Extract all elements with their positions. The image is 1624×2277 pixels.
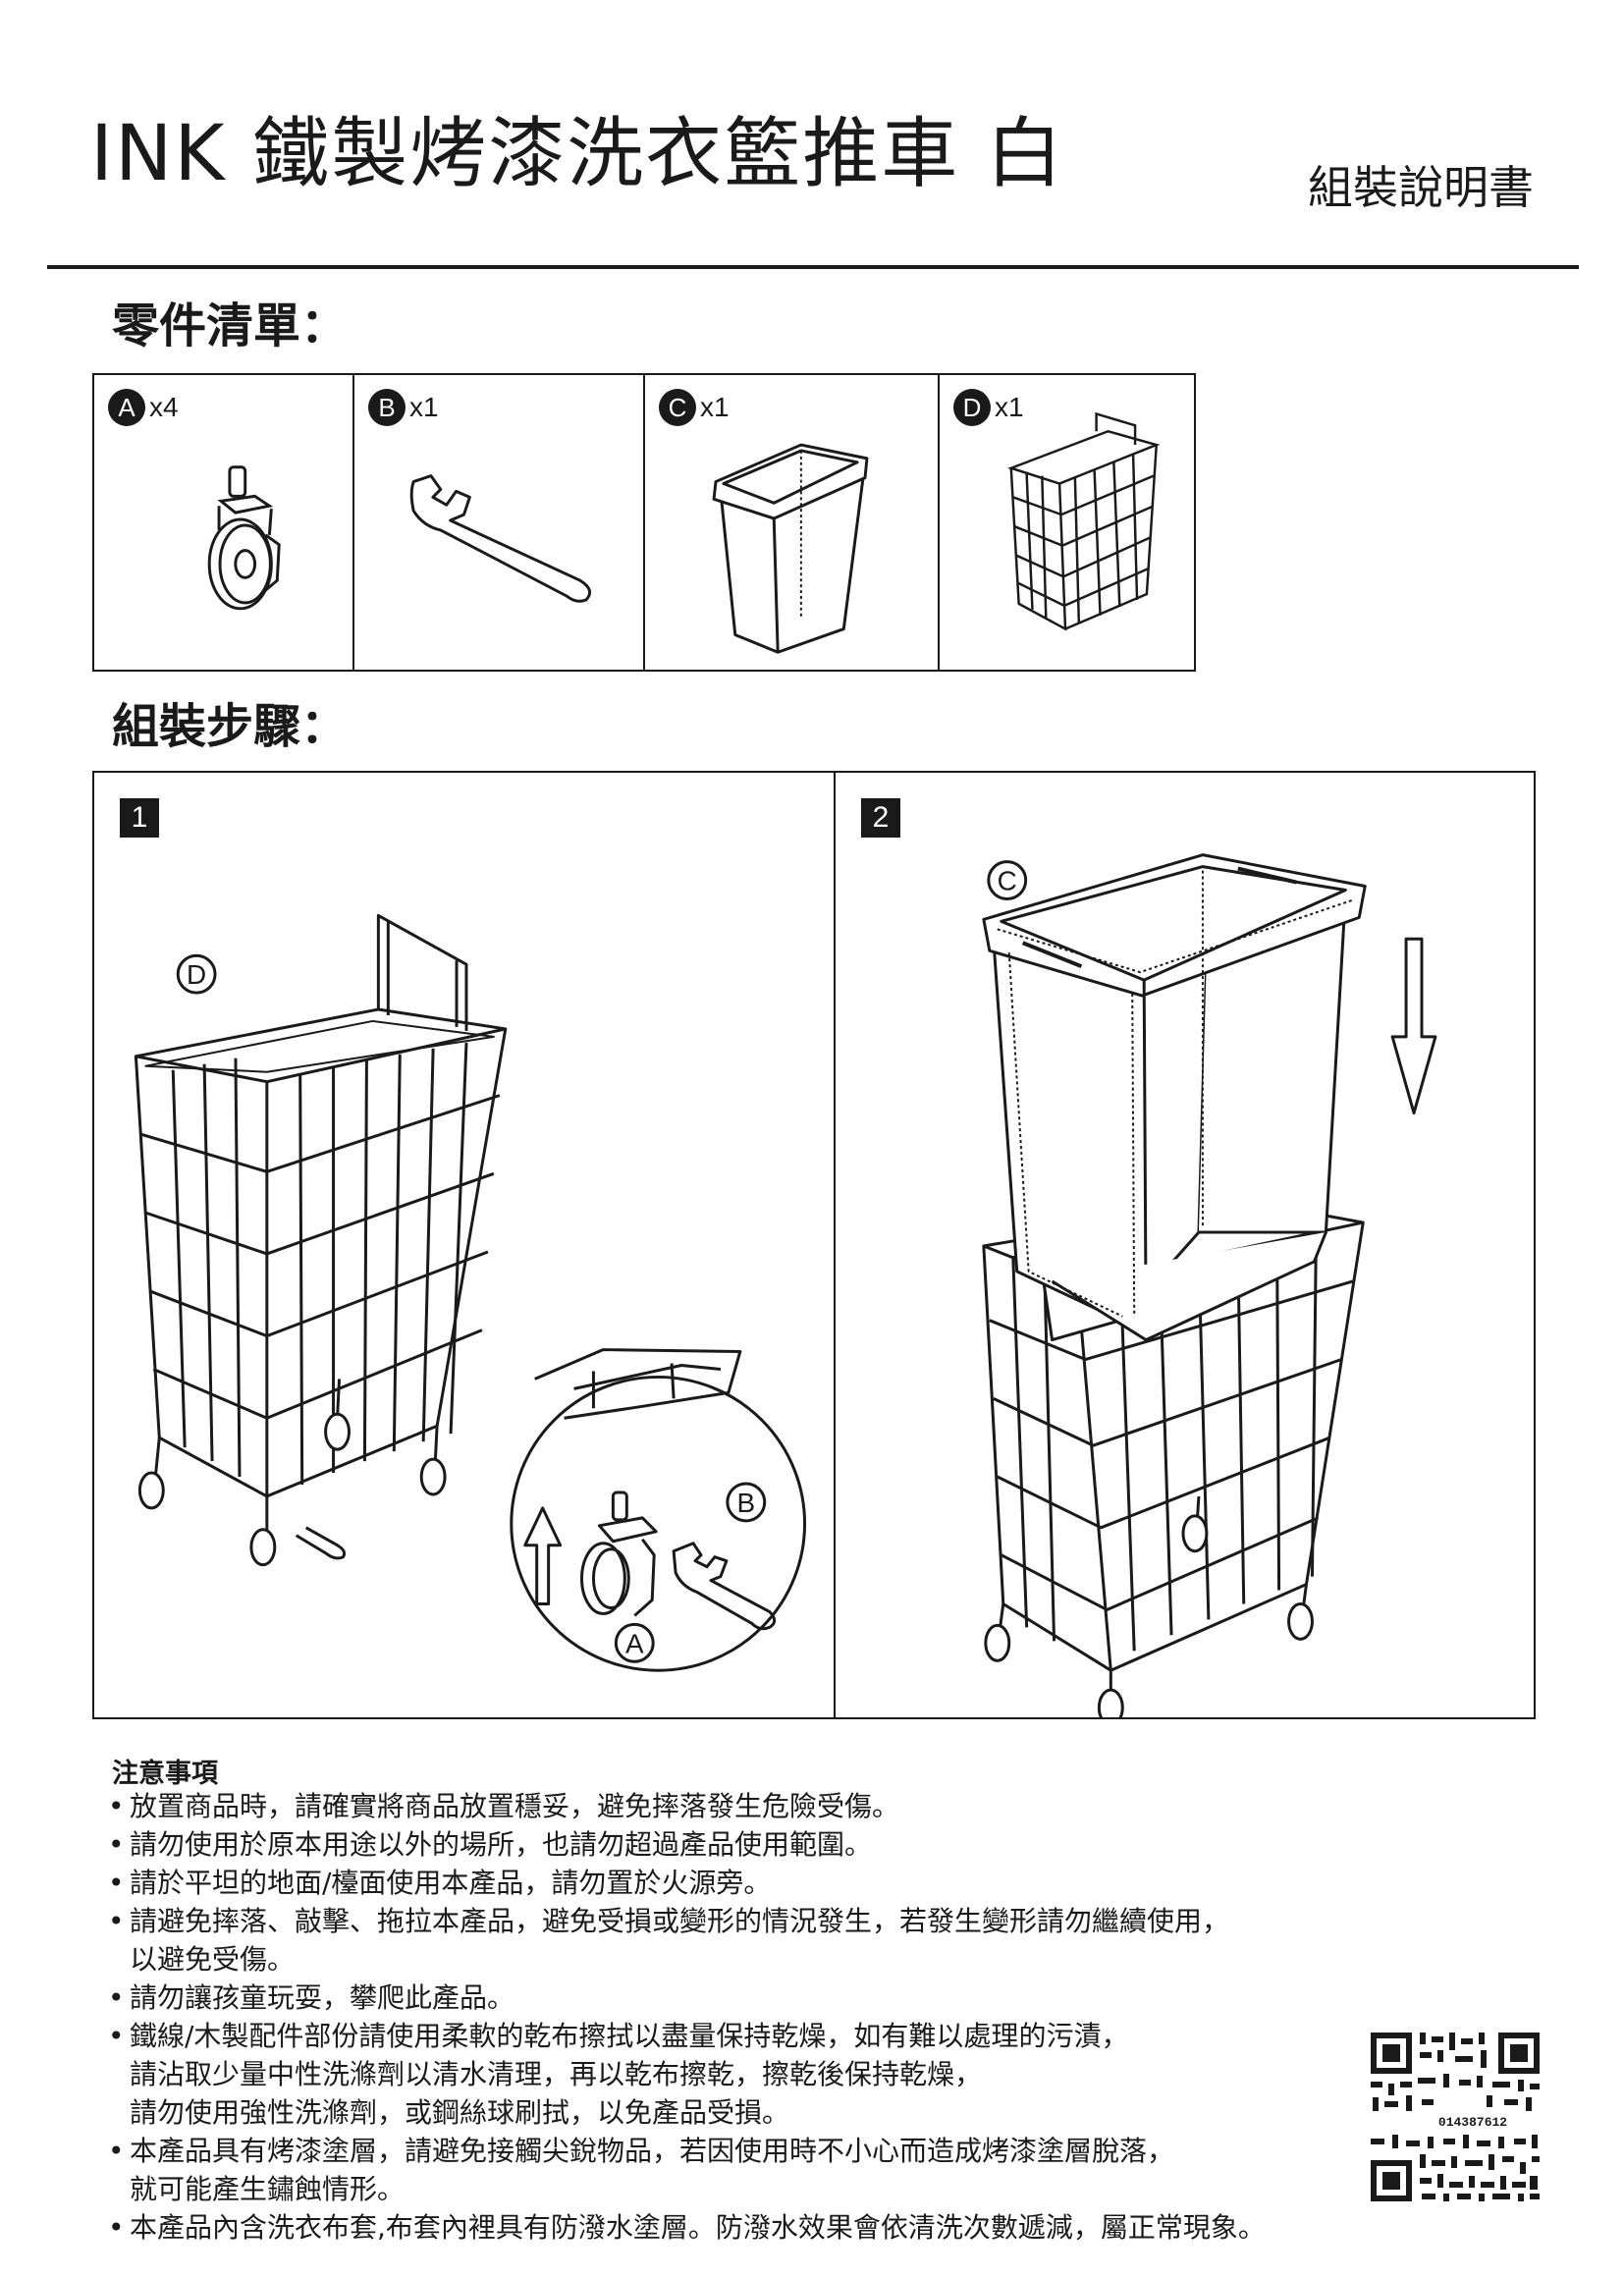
part-c-label: C — [998, 866, 1017, 896]
qr-code[interactable]: 014387612 — [1367, 2029, 1543, 2205]
notes-title: 注意事項 — [112, 1759, 218, 1789]
step-number: 2 — [861, 798, 900, 838]
part-a-header: A x4 — [108, 389, 179, 426]
part-d-header: D x1 — [953, 389, 1024, 426]
part-letter-badge: D — [953, 389, 991, 426]
step-2-illustration: C — [982, 853, 1437, 1717]
header-divider — [47, 265, 1579, 269]
parts-table: A x4 B x1 C x1 — [92, 373, 1196, 672]
caster-wheel-icon — [207, 465, 281, 611]
parts-list-heading: 零件清單： — [112, 298, 349, 353]
note-item: 放置商品時，請確實將商品放置穩妥，避免摔落發生危險受傷。 — [106, 1787, 1441, 1825]
part-letter-badge: A — [108, 389, 145, 426]
note-line: 就可能產生鏽蝕情形。 — [130, 2173, 406, 2205]
note-item: 本產品內含洗衣布套,布套內裡具有防潑水塗層。防潑水效果會依清洗次數遞減，屬正常現… — [106, 2208, 1441, 2247]
wrench-icon — [409, 474, 592, 603]
note-line: 以避免受傷。 — [130, 1943, 296, 1976]
qr-code-text: 014387612 — [1438, 2115, 1507, 2130]
note-line: 鐵線/木製配件部份請使用柔軟的乾布擦拭以盡量保持乾燥，如有難以處理的污漬， — [130, 2020, 1129, 2052]
part-letter-badge: B — [368, 389, 406, 426]
fabric-liner-icon — [712, 443, 869, 654]
part-quantity: x1 — [700, 392, 730, 422]
note-item: 請於平坦的地面/檯面使用本產品，請勿置於火源旁。 — [106, 1864, 1441, 1902]
assembly-steps-heading: 組裝步驟： — [112, 699, 349, 754]
note-item: 請勿讓孩童玩耍，攀爬此產品。 — [106, 1979, 1441, 2017]
note-line: 請勿使用於原本用途以外的場所，也請勿超過產品使用範圍。 — [130, 1828, 873, 1861]
assembly-steps-box: D B A 1 — [92, 771, 1536, 1719]
notes-list: 放置商品時，請確實將商品放置穩妥，避免摔落發生危險受傷。 請勿使用於原本用途以外… — [106, 1787, 1441, 2247]
part-quantity: x1 — [409, 392, 439, 422]
note-line: 本產品具有烤漆塗層，請避免接觸尖銳物品，若因使用時不小心而造成烤漆塗層脫落， — [130, 2135, 1175, 2167]
step-1-label-badges: D B A — [176, 953, 767, 1663]
part-cell-a: A x4 — [94, 375, 354, 670]
note-item: 請避免摔落、敲擊、拖拉本產品，避免受損或變形的情況發生，若發生變形請勿繼續使用，… — [106, 1902, 1441, 1979]
note-line: 請沾取少量中性洗滌劑以清水清理，再以乾布擦乾，擦乾後保持乾燥， — [130, 2058, 983, 2090]
part-letter-badge: C — [659, 389, 696, 426]
part-cell-b: B x1 — [354, 375, 645, 670]
step-1-illustration: D B A — [134, 913, 807, 1672]
note-line: 放置商品時，請確實將商品放置穩妥，避免摔落發生危險受傷。 — [130, 1790, 900, 1822]
part-b-header: B x1 — [368, 389, 439, 426]
note-line: 請於平坦的地面/檯面使用本產品，請勿置於火源旁。 — [130, 1867, 772, 1899]
part-d-label: D — [187, 959, 206, 990]
note-line: 請避免摔落、敲擊、拖拉本產品，避免受損或變形的情況發生，若發生變形請勿繼續使用， — [130, 1905, 1230, 1937]
part-b-label: B — [737, 1488, 756, 1518]
note-line: 請勿讓孩童玩耍，攀爬此產品。 — [130, 1981, 515, 2014]
part-c-header: C x1 — [659, 389, 730, 426]
part-quantity: x1 — [995, 392, 1024, 422]
note-line: 請勿使用強性洗滌劑，或鋼絲球刷拭，以免產品受損。 — [130, 2096, 790, 2129]
step-number: 1 — [120, 798, 159, 838]
step-2-panel: C 2 — [836, 773, 1534, 1717]
document-subtitle: 組裝說明書 — [1308, 161, 1534, 214]
document-title: INK 鐵製烤漆洗衣籃推車 白 — [90, 110, 1065, 198]
part-cell-c: C x1 — [645, 375, 940, 670]
part-cell-d: D x1 — [940, 375, 1194, 670]
step-2-label-badges: C — [987, 860, 1028, 900]
wire-basket-icon — [1007, 411, 1161, 631]
part-quantity: x4 — [149, 392, 179, 422]
note-item: 鐵線/木製配件部份請使用柔軟的乾布擦拭以盡量保持乾燥，如有難以處理的污漬， 請沾… — [106, 2017, 1441, 2132]
part-a-label: A — [625, 1628, 644, 1658]
step-1-panel: D B A 1 — [94, 773, 836, 1717]
note-item: 請勿使用於原本用途以外的場所，也請勿超過產品使用範圍。 — [106, 1825, 1441, 1864]
note-item: 本產品具有烤漆塗層，請避免接觸尖銳物品，若因使用時不小心而造成烤漆塗層脫落， 就… — [106, 2132, 1441, 2208]
note-line: 本產品內含洗衣布套,布套內裡具有防潑水塗層。防潑水效果會依清洗次數遞減，屬正常現… — [130, 2211, 1266, 2244]
